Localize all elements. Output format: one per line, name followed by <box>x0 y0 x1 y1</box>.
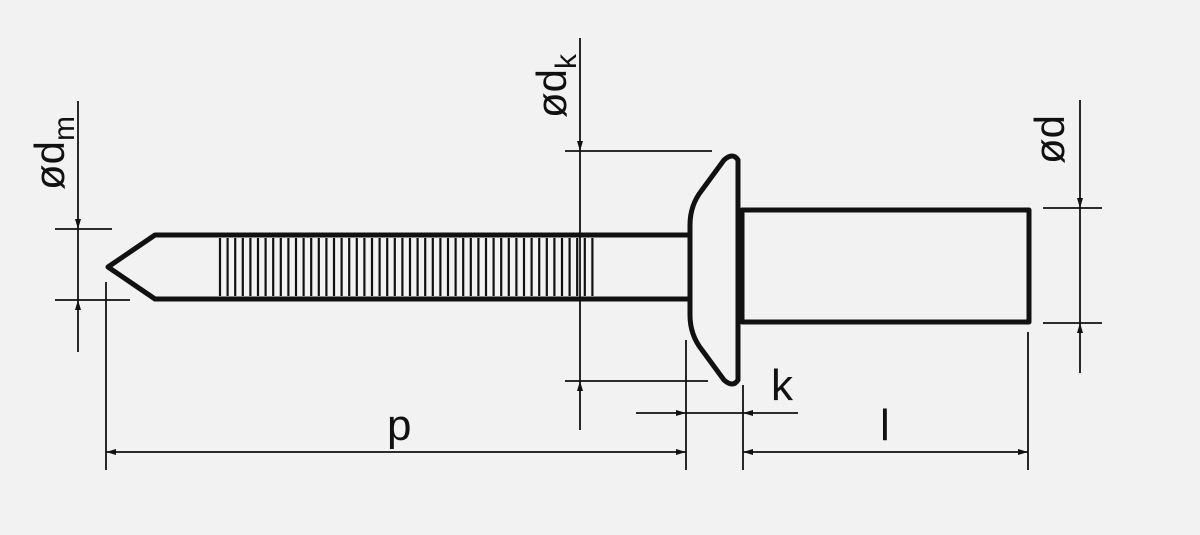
label-p: p <box>387 401 411 450</box>
label-dk-sub: k <box>550 53 583 69</box>
rivet-head <box>687 153 741 387</box>
label-l: l <box>880 401 890 450</box>
label-dm: ødm <box>26 116 81 190</box>
label-dm-sub: m <box>48 116 81 141</box>
label-k: k <box>771 361 794 410</box>
label-d-base: ød <box>1026 115 1073 164</box>
label-dk-base: ød <box>528 69 575 118</box>
label-d: ød <box>1026 115 1073 164</box>
extension-lines <box>55 150 1102 470</box>
dimension-lines <box>75 38 1083 455</box>
mandrel-serrations <box>218 238 594 296</box>
mandrel <box>105 232 690 302</box>
rivet <box>105 153 1032 387</box>
label-dm-base: ød <box>26 141 73 190</box>
label-dk: ødk <box>528 53 583 118</box>
rivet-sleeve <box>739 207 1032 325</box>
